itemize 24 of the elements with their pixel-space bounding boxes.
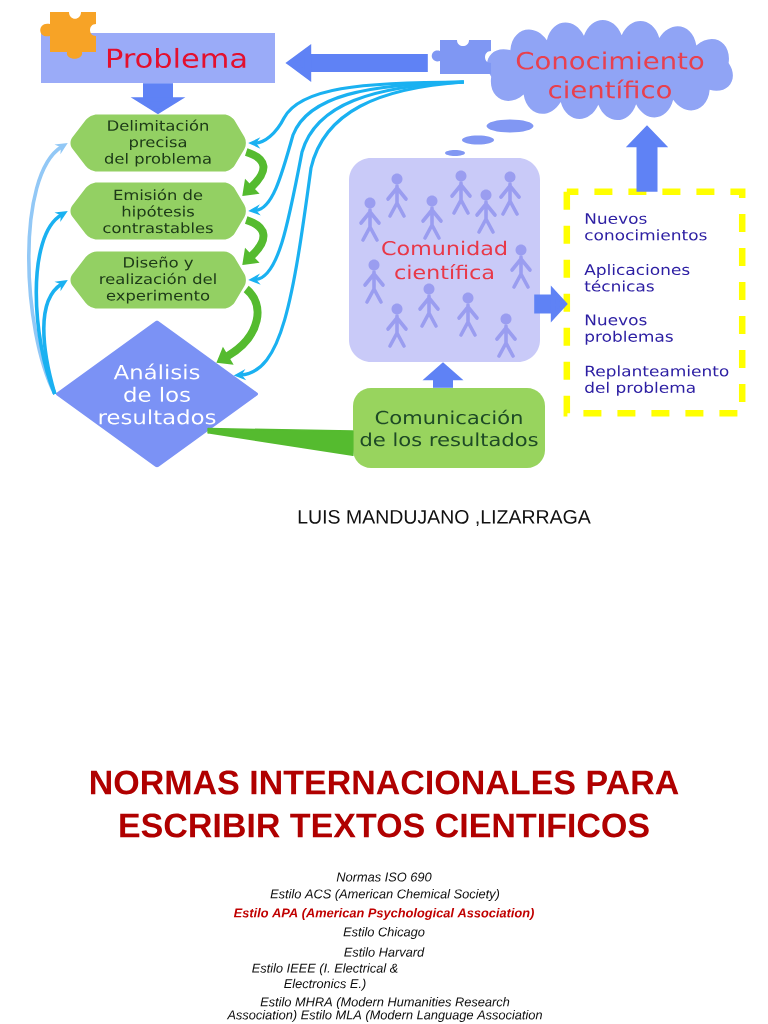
list-item: Estilo ACS (American Chemical Society) xyxy=(270,889,500,901)
hexagon-box: Delimitación precisa del problema xyxy=(70,114,246,172)
title: NORMAS INTERNACIONALES PARA ESCRIBIR TEXTOS CIENTIFICOS xyxy=(90,770,679,838)
item-text: Nuevos problemas xyxy=(585,314,673,345)
curved-arrow xyxy=(242,216,268,265)
list-item: Association) Estilo MLA (Modern Language Association xyxy=(226,1010,542,1022)
list-item: Estilo APA (American Psychological Association) xyxy=(233,908,534,920)
wedge-connector xyxy=(207,427,354,457)
rounded-box: Comunicación de los resultados xyxy=(353,388,545,468)
item-text: Nuevos conocimientos xyxy=(585,213,707,241)
item-text: Replanteamiento del problema xyxy=(585,365,729,396)
list-item: Estilo IEEE (I. Electrical & Electronics E.) xyxy=(252,963,398,991)
hexagon-box: Diseño y realización del experimento xyxy=(70,251,246,309)
list-item: Estilo Harvard xyxy=(344,947,425,957)
list-item: Normas ISO 690 xyxy=(336,872,432,882)
process-box: Problema xyxy=(41,33,275,83)
list-item: Estilo Chicago xyxy=(343,927,425,939)
author-name: LUIS MANDUJANO ,LIZARRAGA xyxy=(298,509,591,527)
item-text: Aplicaciones técnicas xyxy=(584,263,690,292)
list-item: Estilo MHRA (Modern Humanities Research xyxy=(260,997,510,1009)
dashed-box xyxy=(563,188,746,417)
hexagon-box: Emisión de hipótesis contrastables xyxy=(70,182,246,240)
cloud: Conocimiento científico xyxy=(487,19,733,121)
curved-arrow xyxy=(242,148,268,196)
